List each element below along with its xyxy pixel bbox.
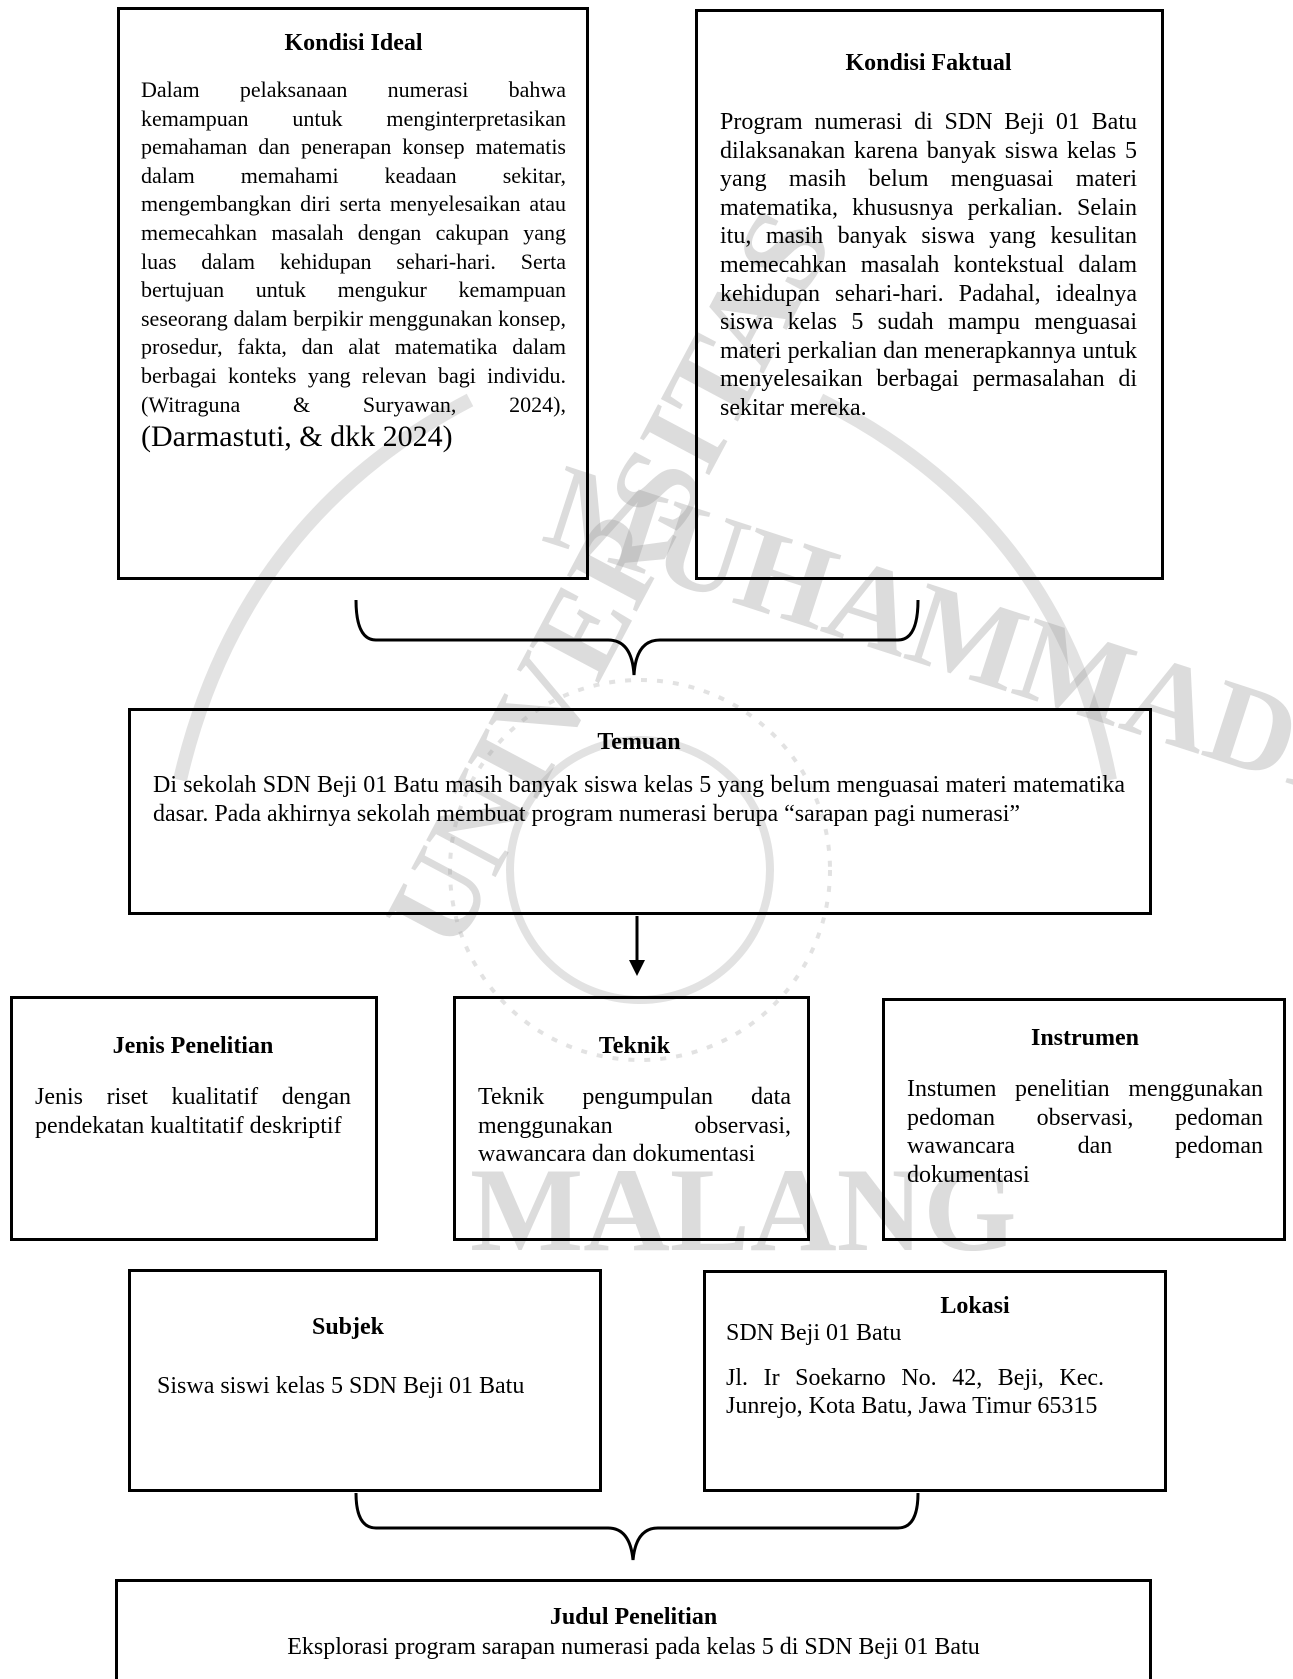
temuan-box: Temuan Di sekolah SDN Beji 01 Batu masih… [128,708,1152,915]
jenis-penelitian-box: Jenis Penelitian Jenis riset kualitatif … [10,996,378,1241]
judul-penelitian-title: Judul Penelitian [549,1604,718,1630]
kondisi-faktual-title: Kondisi Faktual [845,50,1012,76]
kondisi-faktual-box: Kondisi Faktual Program numerasi di SDN … [695,9,1164,580]
top-brace [354,599,920,676]
bottom-brace [354,1492,920,1561]
kondisi-faktual-body: Program numerasi di SDN Beji 01 Batu dil… [720,109,1137,421]
instrumen-box: Instrumen Instumen penelitian menggunaka… [882,998,1286,1241]
temuan-body: Di sekolah SDN Beji 01 Batu masih banyak… [153,772,1125,827]
teknik-body: Teknik pengumpulan data menggunakan obse… [478,1084,791,1168]
judul-penelitian-box: Judul Penelitian Eksplorasi program sara… [115,1579,1152,1679]
kondisi-ideal-box: Kondisi Ideal Dalam pelaksanaan numerasi… [117,7,589,580]
instrumen-body: Instumen penelitian menggunakan pedoman … [907,1076,1263,1188]
kondisi-ideal-citation: (Darmastuti, & dkk 2024) [141,420,453,454]
jenis-penelitian-title: Jenis Penelitian [112,1033,274,1059]
kondisi-ideal-title: Kondisi Ideal [284,30,423,56]
teknik-box: Teknik Teknik pengumpulan data menggunak… [453,996,810,1241]
lokasi-title: Lokasi [940,1293,1010,1319]
lokasi-name: SDN Beji 01 Batu [726,1320,902,1346]
jenis-penelitian-body: Jenis riset kualitatif dengan pendekatan… [35,1084,351,1139]
lokasi-address: Jl. Ir Soekarno No. 42, Beji, Kec. Junre… [726,1364,1104,1420]
instrumen-title: Instrumen [1030,1025,1139,1051]
kondisi-ideal-text: Dalam pelaksanaan numerasi bahwa kemampu… [141,77,566,417]
subjek-body: Siswa siswi kelas 5 SDN Beji 01 Batu [157,1373,525,1399]
lokasi-box: Lokasi SDN Beji 01 Batu Jl. Ir Soekarno … [703,1270,1167,1492]
subjek-title: Subjek [311,1314,385,1340]
teknik-title: Teknik [598,1033,671,1059]
judul-penelitian-body: Eksplorasi program sarapan numerasi pada… [287,1634,980,1660]
subjek-box: Subjek Siswa siswi kelas 5 SDN Beji 01 B… [128,1269,602,1492]
kondisi-ideal-body: Dalam pelaksanaan numerasi bahwa kemampu… [141,76,566,455]
temuan-arrow-head [629,960,645,976]
temuan-title: Temuan [597,729,681,755]
